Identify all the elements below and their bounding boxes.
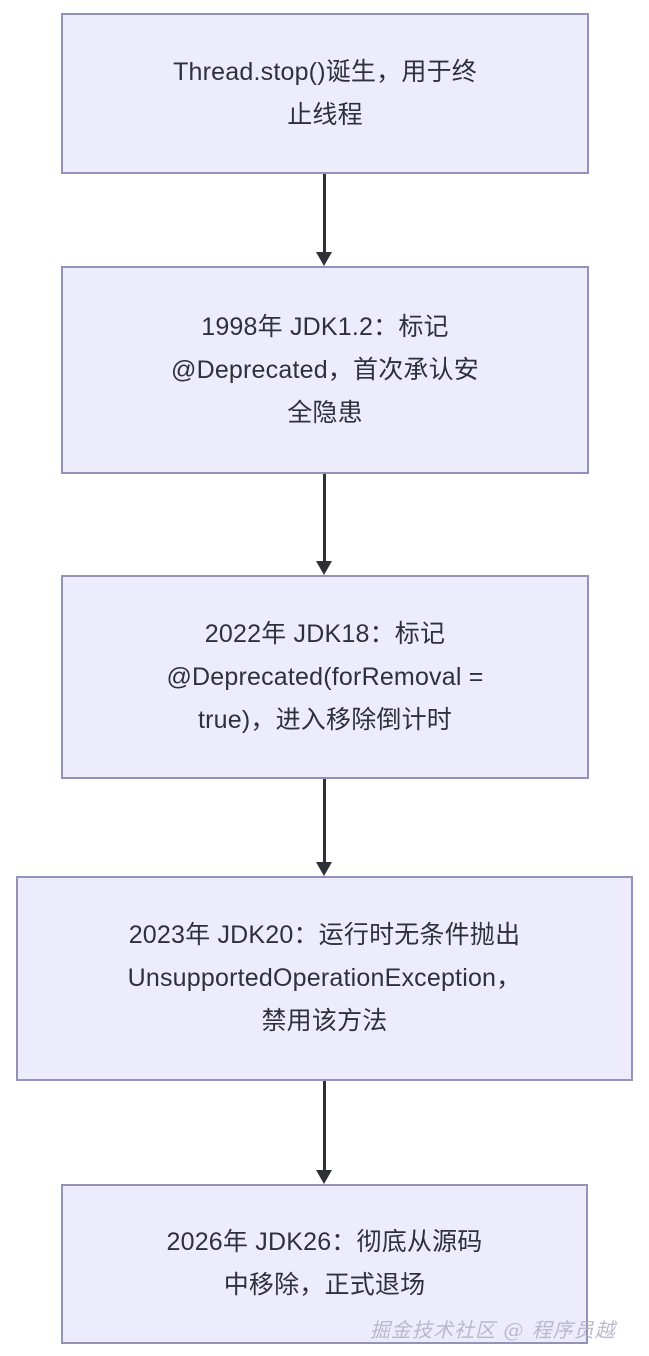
flowchart-node-4[interactable]: 2023年 JDK20：运行时无条件抛出 UnsupportedOperatio… [16, 876, 633, 1081]
flowchart-node-5-label: 2026年 JDK26：彻底从源码 中移除，正式退场 [166, 1228, 483, 1299]
arrow-head-icon [316, 252, 332, 266]
flowchart-node-2-label: 1998年 JDK1.2：标记 @Deprecated，首次承认安 全隐患 [170, 312, 480, 427]
flowchart-node-5[interactable]: 2026年 JDK26：彻底从源码 中移除，正式退场 [61, 1184, 588, 1344]
flowchart-arrow-2-to-3 [316, 474, 332, 575]
watermark: 掘金技术社区 @ 程序员越 [370, 1318, 616, 1342]
flowchart-node-4-label: 2023年 JDK20：运行时无条件抛出 UnsupportedOperatio… [127, 921, 522, 1035]
arrow-shaft [323, 474, 326, 562]
flowchart-node-1[interactable]: Thread.stop()诞生，用于终 止线程 [61, 13, 589, 174]
flowchart-node-3-label: 2022年 JDK18：标记 @Deprecated(forRemoval = … [166, 619, 484, 734]
arrow-head-icon [316, 1170, 332, 1184]
arrow-shaft [323, 1081, 326, 1171]
arrow-head-icon [316, 862, 332, 876]
flowchart-arrow-4-to-5 [316, 1081, 332, 1184]
arrow-shaft [323, 174, 326, 253]
arrow-head-icon [316, 561, 332, 575]
flowchart-node-1-label: Thread.stop()诞生，用于终 止线程 [173, 57, 477, 129]
flowchart-node-3[interactable]: 2022年 JDK18：标记 @Deprecated(forRemoval = … [61, 575, 589, 779]
arrow-shaft [323, 779, 326, 863]
flowchart-arrow-1-to-2 [316, 174, 332, 266]
flowchart-node-2[interactable]: 1998年 JDK1.2：标记 @Deprecated，首次承认安 全隐患 [61, 266, 589, 474]
flowchart-arrow-3-to-4 [316, 779, 332, 876]
